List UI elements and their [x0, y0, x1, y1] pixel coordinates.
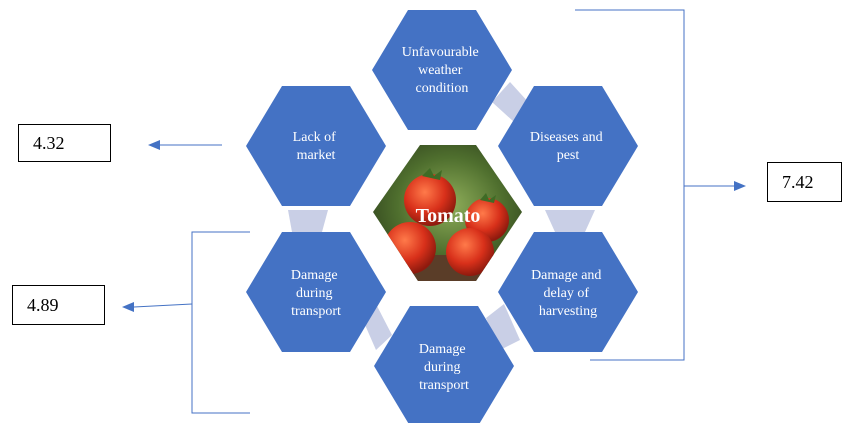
hexagon-transport-bottom — [374, 306, 514, 423]
value-market: 4.32 — [33, 132, 65, 153]
right-arrow-head — [734, 181, 746, 191]
value-box-right-group: 7.42 — [767, 162, 842, 202]
left-arrow-head — [122, 302, 134, 312]
value-box-transport: 4.89 — [12, 285, 105, 325]
hexagon-market — [246, 86, 386, 206]
hexagon-labels: Unfavourable weather condition Diseases … — [291, 45, 606, 393]
label-harvesting: Damage and delay of harvesting — [531, 268, 605, 319]
connector-harvesting-bottom — [486, 304, 520, 350]
label-weather: Unfavourable weather condition — [402, 45, 482, 96]
market-arrow-head — [148, 140, 160, 150]
left-arrow-line — [133, 303, 193, 308]
left-bracket — [191, 231, 250, 414]
value-transport: 4.89 — [27, 294, 59, 315]
label-transport-left: Damage during transport — [291, 268, 341, 319]
value-right-group: 7.42 — [782, 171, 814, 192]
hexagon-transport-left — [246, 232, 386, 352]
hexagon-harvesting — [498, 232, 638, 352]
hexagon-group — [246, 10, 638, 423]
label-transport-bottom: Damage during transport — [419, 342, 469, 393]
hexagon-weather — [372, 10, 512, 130]
hexagon-diseases — [498, 86, 638, 206]
right-bracket — [575, 9, 685, 361]
label-market: Lack of market — [293, 130, 340, 163]
connector-diseases-harvesting — [545, 210, 595, 232]
center-label: Tomato — [416, 205, 481, 227]
connector-lines — [122, 9, 746, 414]
connector-left-market — [288, 210, 328, 232]
label-diseases: Diseases and pest — [530, 130, 606, 163]
center-image: Tomato — [370, 143, 525, 283]
value-box-market: 4.32 — [18, 124, 111, 162]
